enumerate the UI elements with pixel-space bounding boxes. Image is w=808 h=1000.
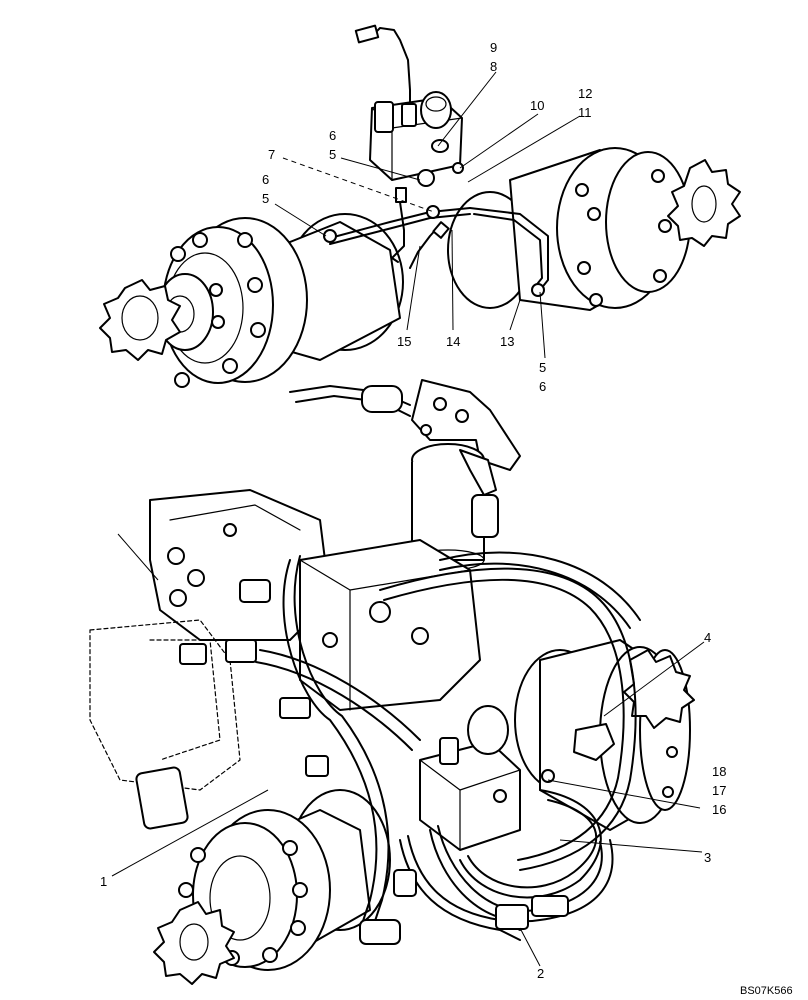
lower-hoses bbox=[179, 551, 641, 945]
callout-17: 17 bbox=[712, 783, 726, 798]
callout-10: 10 bbox=[530, 98, 544, 113]
callout-4: 4 bbox=[704, 630, 711, 645]
right-drive-motor bbox=[447, 147, 741, 311]
left-drive-motor bbox=[99, 213, 404, 388]
callout-16: 16 bbox=[712, 802, 726, 817]
callout-5-right: 5 bbox=[539, 360, 546, 375]
callout-3: 3 bbox=[704, 850, 711, 865]
callout-9: 9 bbox=[490, 40, 497, 55]
upper-drive-assembly bbox=[99, 24, 741, 388]
lower-left-drive-motor bbox=[135, 766, 391, 985]
callout-14: 14 bbox=[446, 334, 460, 349]
callout-11: 11 bbox=[578, 105, 592, 120]
callout-5-left: 5 bbox=[262, 191, 269, 206]
callout-6-right: 6 bbox=[539, 379, 546, 394]
callout-5-upper: 5 bbox=[329, 147, 336, 162]
valve-block bbox=[369, 91, 464, 187]
callout-18: 18 bbox=[712, 764, 726, 779]
hydraulic-filter bbox=[289, 379, 521, 571]
callout-labels: 9 8 12 11 10 6 5 7 6 5 15 14 13 5 6 4 18… bbox=[100, 40, 726, 981]
lower-pump-assembly bbox=[89, 489, 695, 985]
callout-15: 15 bbox=[397, 334, 411, 349]
callout-7: 7 bbox=[268, 147, 275, 162]
leader-lines bbox=[111, 71, 705, 967]
callout-2: 2 bbox=[537, 966, 544, 981]
callout-6-left: 6 bbox=[262, 172, 269, 187]
callout-6-upper: 6 bbox=[329, 128, 336, 143]
callout-1: 1 bbox=[100, 874, 107, 889]
lower-valve-block bbox=[419, 705, 521, 851]
document-id: BS07K566 bbox=[740, 985, 793, 997]
callout-13: 13 bbox=[500, 334, 514, 349]
callout-12: 12 bbox=[578, 86, 592, 101]
callout-8: 8 bbox=[490, 59, 497, 74]
upper-hoses bbox=[323, 187, 549, 297]
